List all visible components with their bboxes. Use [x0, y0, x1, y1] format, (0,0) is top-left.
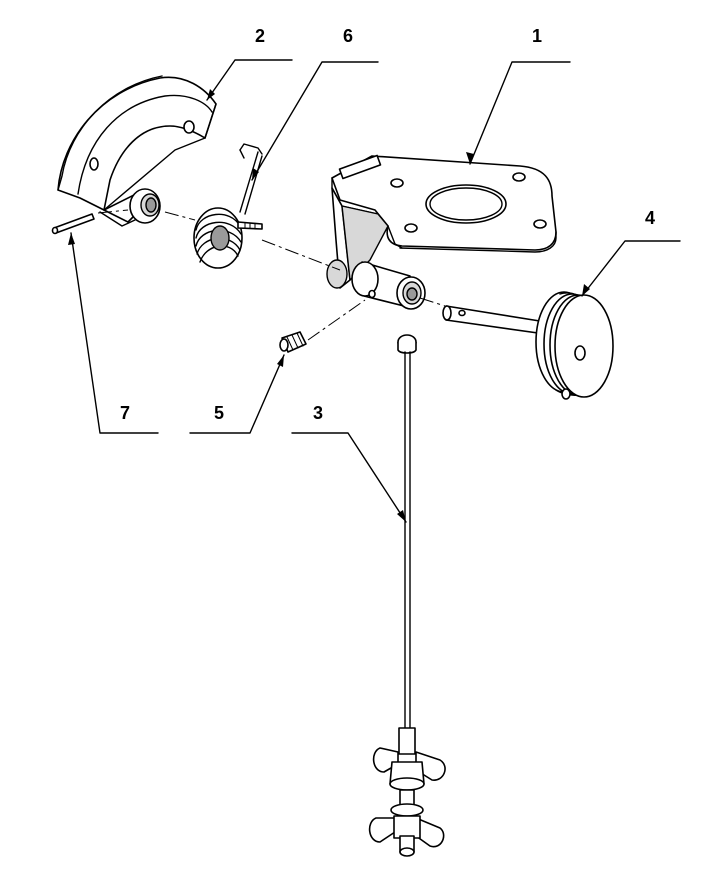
callout-7: 7	[120, 403, 131, 423]
part-4-pulley-shaft	[442, 291, 614, 400]
callout-5: 5	[214, 403, 225, 423]
assembly-axis-lines	[97, 209, 446, 341]
part-5-fitting	[279, 331, 307, 353]
part-3-tension-rod	[368, 334, 446, 857]
part-7-pin	[51, 213, 95, 235]
callout-1: 1	[532, 26, 543, 46]
part-1-bracket	[326, 154, 557, 310]
callout-2: 2	[255, 26, 266, 46]
callout-4: 4	[645, 208, 656, 228]
leader-lines	[68, 59, 681, 523]
part-6-torsion-spring	[193, 143, 263, 269]
callout-6: 6	[343, 26, 354, 46]
callout-3: 3	[313, 403, 324, 423]
part-2-guard-plate	[57, 75, 217, 227]
